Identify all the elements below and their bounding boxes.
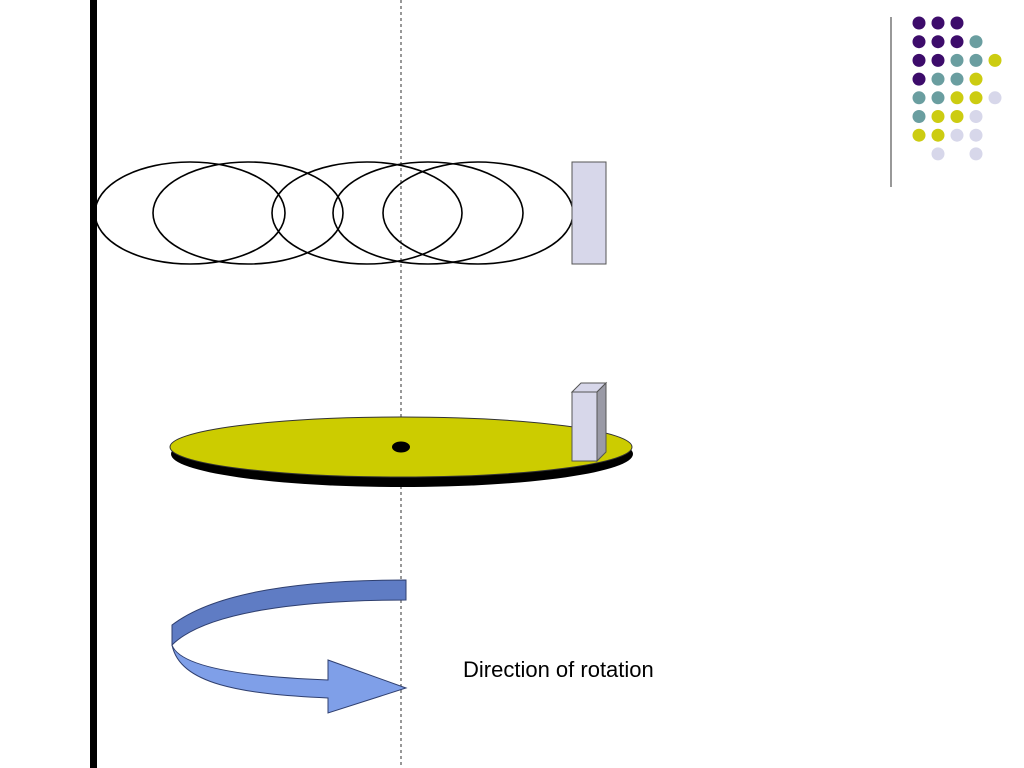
decor-dot-yellow (988, 53, 1002, 67)
decor-dot-teal (950, 72, 964, 86)
decor-dot-yellow (931, 128, 945, 142)
rotation-arrow-band (171, 579, 407, 647)
ellipse-2 (152, 161, 344, 265)
decor-dot-purple (950, 16, 964, 30)
decor-dot-teal (969, 53, 983, 67)
overlapping-ellipses (94, 161, 574, 265)
decor-dot-purple (931, 53, 945, 67)
decor-dot-purple (912, 72, 926, 86)
decor-dot-lavender (969, 110, 983, 123)
direction-of-rotation-label: Direction of rotation (463, 657, 654, 682)
ellipse-5 (382, 161, 574, 265)
wall-line (90, 0, 97, 768)
decor-dot-teal (931, 72, 945, 86)
decor-dot-lavender (931, 147, 945, 161)
decor-dot-purple (931, 16, 945, 30)
decor-dot-lavender (969, 128, 983, 142)
decor-dot-teal (912, 110, 926, 123)
platform-block-front (571, 391, 598, 462)
decor-dot-purple (912, 16, 926, 30)
decor-dot-purple (931, 35, 945, 49)
platform-block (570, 381, 608, 463)
decor-dot-yellow (969, 91, 983, 105)
decor-dot-lavender (950, 128, 964, 142)
rotation-arrow-head (171, 644, 408, 714)
decor-dot-yellow (950, 91, 964, 105)
ellipse-4 (332, 161, 524, 265)
decor-dot-yellow (969, 72, 983, 86)
rotating-platform (169, 416, 633, 487)
decor-dot-yellow (931, 110, 945, 123)
decor-dot-lavender (988, 91, 1002, 105)
decor-dot-teal (931, 91, 945, 105)
decor-dot-purple (912, 53, 926, 67)
decor-dot-yellow (950, 110, 964, 123)
decor-dot-teal (950, 53, 964, 67)
ellipse-1 (94, 161, 286, 265)
platform-center-hole (392, 441, 410, 453)
decor-dot-yellow (912, 128, 926, 142)
block-top (571, 161, 607, 265)
platform-block-side (596, 381, 607, 463)
decor-dot-teal (912, 91, 926, 105)
decor-dot-lavender (969, 147, 983, 161)
decor-dot-purple (950, 35, 964, 49)
decor-dot-teal (969, 35, 983, 49)
decor-dot-purple (912, 35, 926, 49)
rotation-arrow (171, 579, 408, 714)
ellipse-3 (271, 161, 463, 265)
decor-dot-grid (912, 16, 1002, 161)
